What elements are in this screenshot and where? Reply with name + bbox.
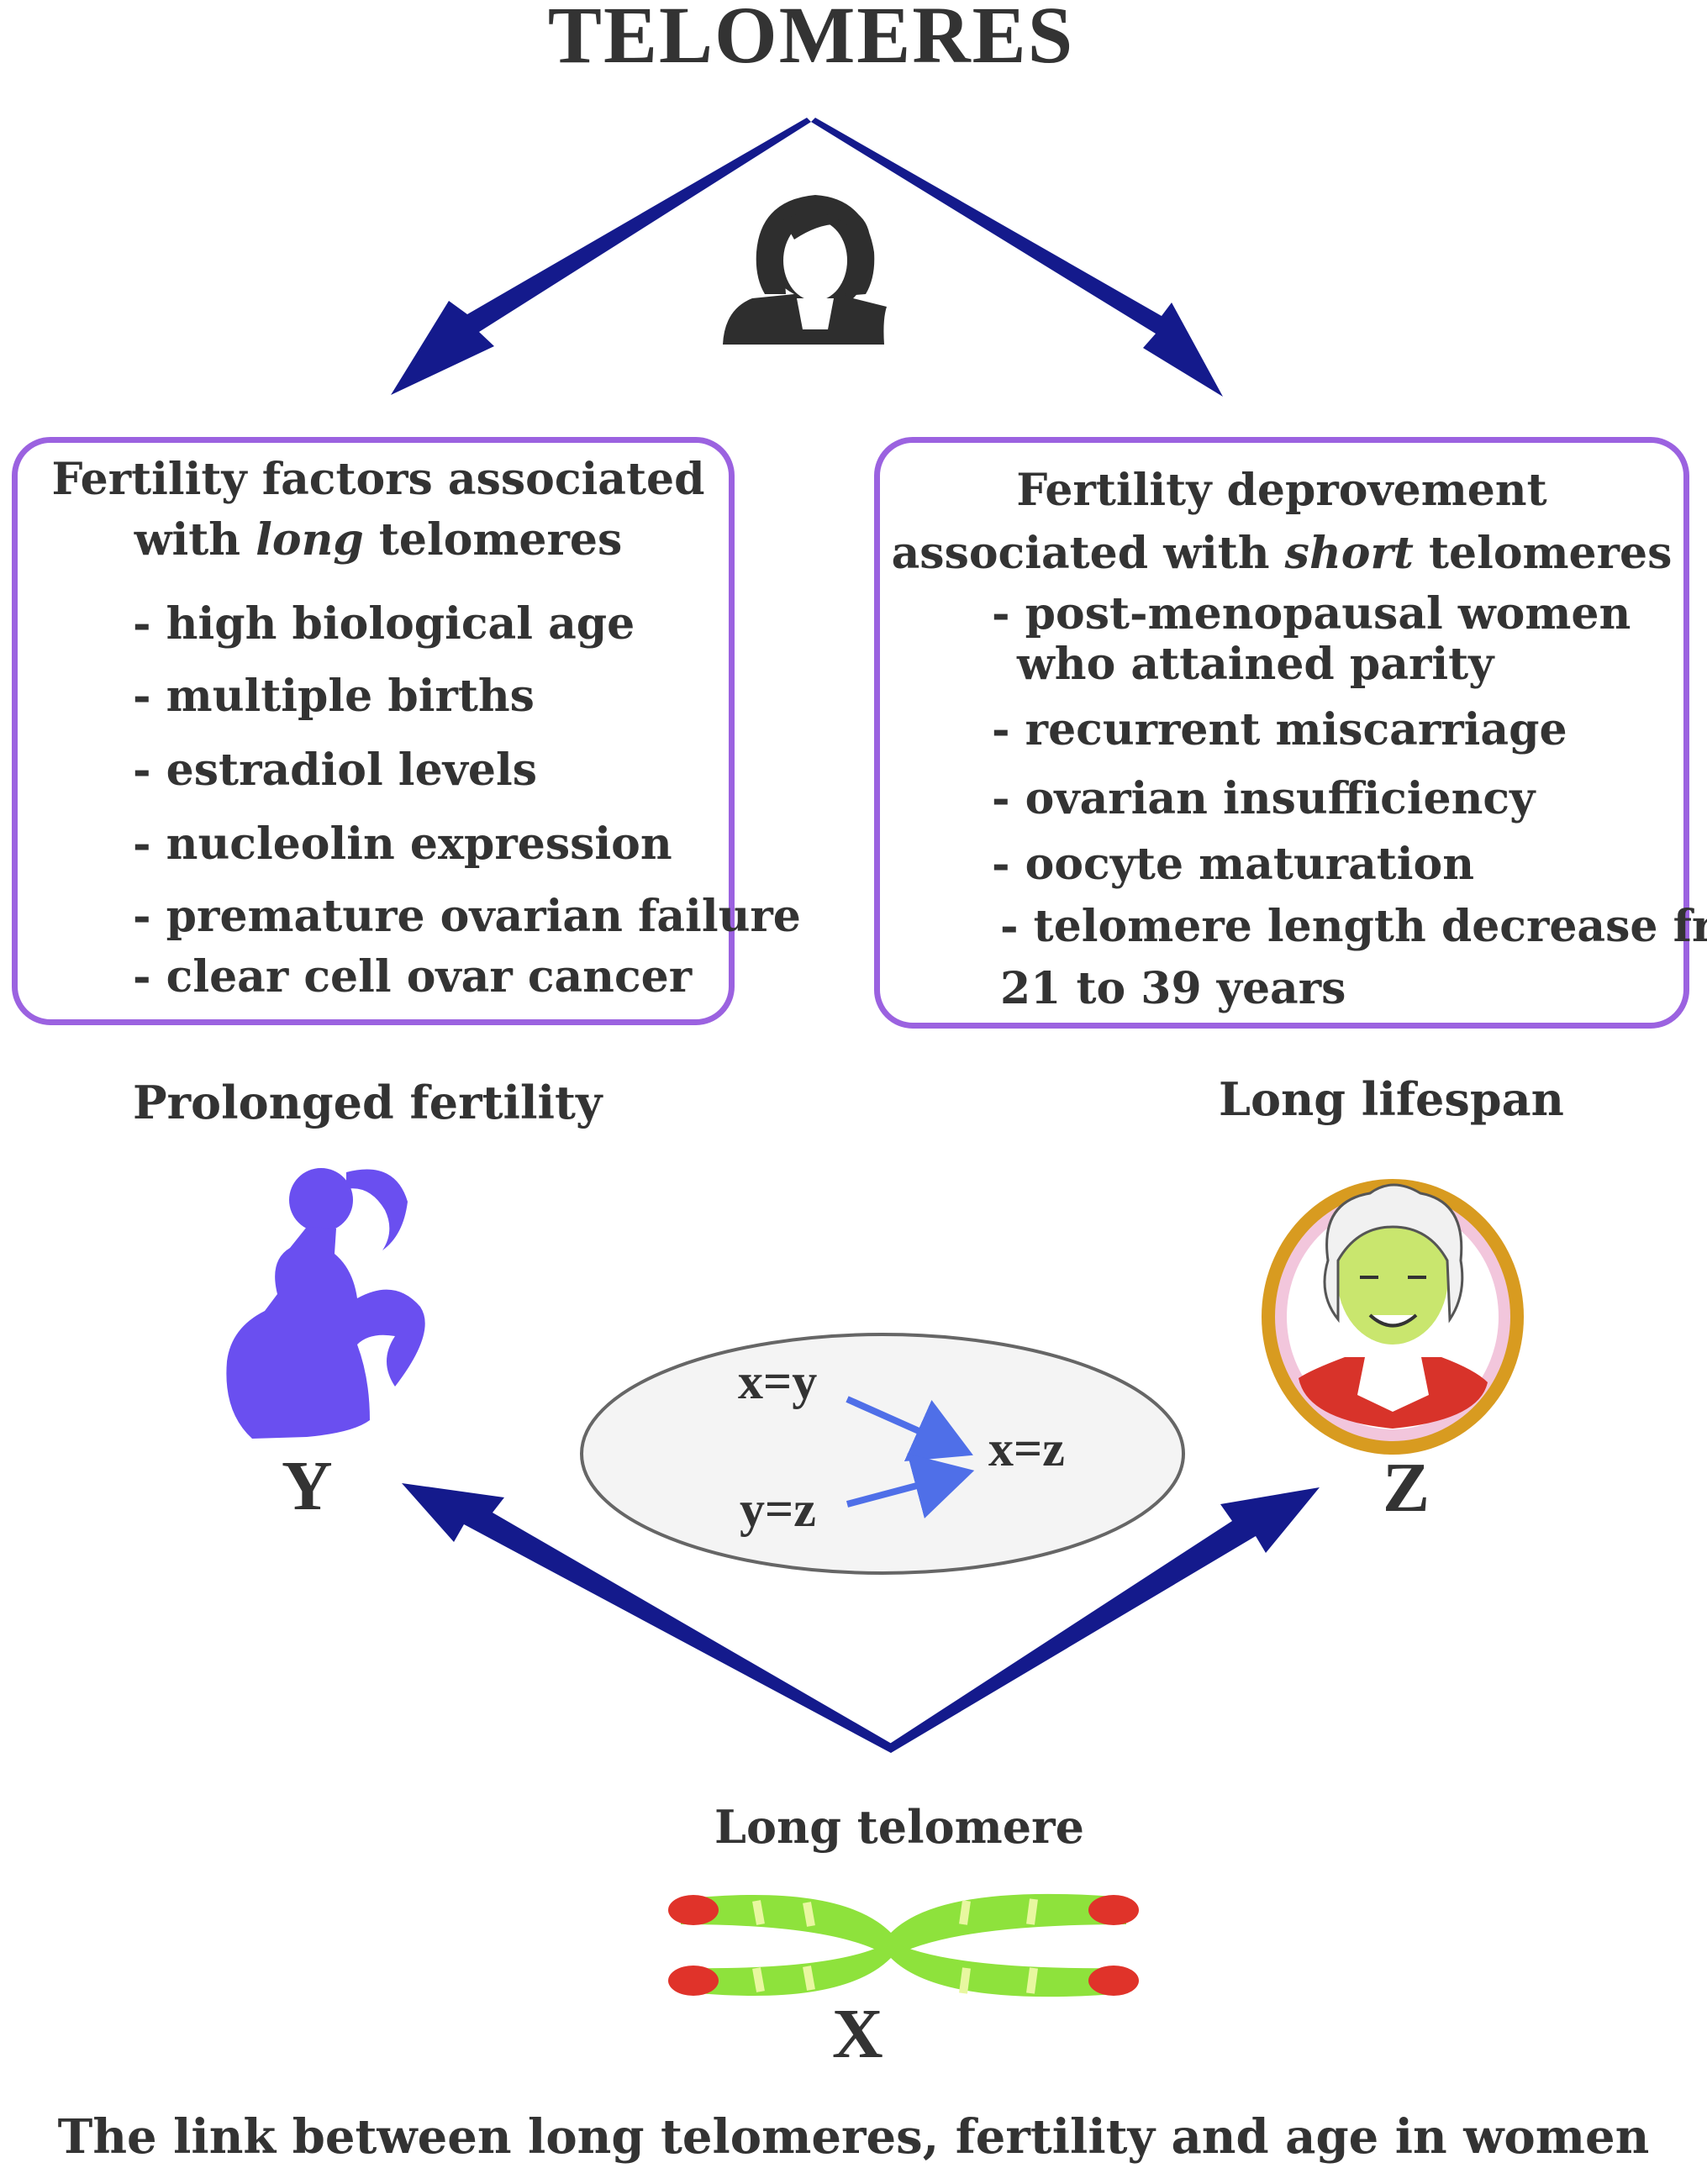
right-heading-emphasis: short: [1284, 528, 1414, 579]
z-caption: Long lifespan: [1219, 1072, 1564, 1126]
left-item: - estradiol levels: [133, 745, 537, 796]
right-heading-pre: associated with: [891, 528, 1285, 579]
equation-xy: x=y: [738, 1354, 818, 1409]
x-letter: X: [832, 1995, 883, 2073]
right-heading-post: telomeres: [1413, 528, 1673, 579]
right-item: who attained parity: [1017, 639, 1494, 690]
left-item: - clear cell ovar cancer: [133, 951, 693, 1003]
left-item: - high biological age: [133, 598, 635, 650]
right-box-heading-line1: Fertility deprovement: [1016, 465, 1547, 516]
left-heading-pre: with: [134, 514, 256, 566]
short-telomeres-box: [874, 437, 1689, 1029]
left-box-heading-line1: Fertility factors associated: [51, 454, 705, 505]
right-box-heading-line2: associated with short telomeres: [874, 528, 1689, 579]
chromosome-icon: [668, 1893, 1139, 1997]
arrow-top-left: [391, 118, 811, 395]
page-title: TELOMERES: [547, 0, 1075, 80]
right-item: - post-menopausal women: [992, 588, 1631, 639]
left-item: - nucleolin expression: [133, 818, 672, 870]
left-item: - premature ovarian failure: [133, 891, 801, 942]
arrow-bottom-right: [886, 1487, 1320, 1753]
y-caption: Prolonged fertility: [133, 1076, 603, 1129]
footer-caption: The link between long telomeres, fertili…: [57, 2109, 1650, 2165]
left-box-heading-line2: with long telomeres: [25, 514, 731, 566]
equation-ellipse: [580, 1333, 1185, 1575]
right-item: - oocyte maturation: [992, 839, 1475, 890]
equation-yz: y=z: [740, 1481, 816, 1537]
right-item: - telomere length decrease from: [1000, 901, 1707, 952]
arrow-xy-to-xz: [846, 1396, 973, 1462]
pregnant-woman-icon: [226, 1168, 425, 1439]
left-item: - multiple births: [133, 671, 535, 722]
y-letter: Y: [282, 1447, 333, 1525]
elderly-woman-portrait: [1262, 1179, 1524, 1455]
equation-xz: x=z: [988, 1421, 1065, 1476]
left-heading-emphasis: long: [256, 514, 364, 566]
z-letter: Z: [1383, 1449, 1430, 1527]
right-item: - ovarian insufficiency: [992, 773, 1536, 824]
woman-icon: [723, 195, 887, 345]
arrow-top-right: [811, 118, 1223, 397]
right-item: - recurrent miscarriage: [992, 704, 1567, 755]
long-telomeres-box: [12, 437, 735, 1025]
x-caption: Long telomere: [714, 1800, 1084, 1854]
arrow-yz-to-xz: [846, 1453, 975, 1518]
right-item: 21 to 39 years: [1000, 963, 1346, 1014]
arrow-bottom-left: [402, 1483, 896, 1753]
left-heading-post: telomeres: [363, 514, 623, 566]
